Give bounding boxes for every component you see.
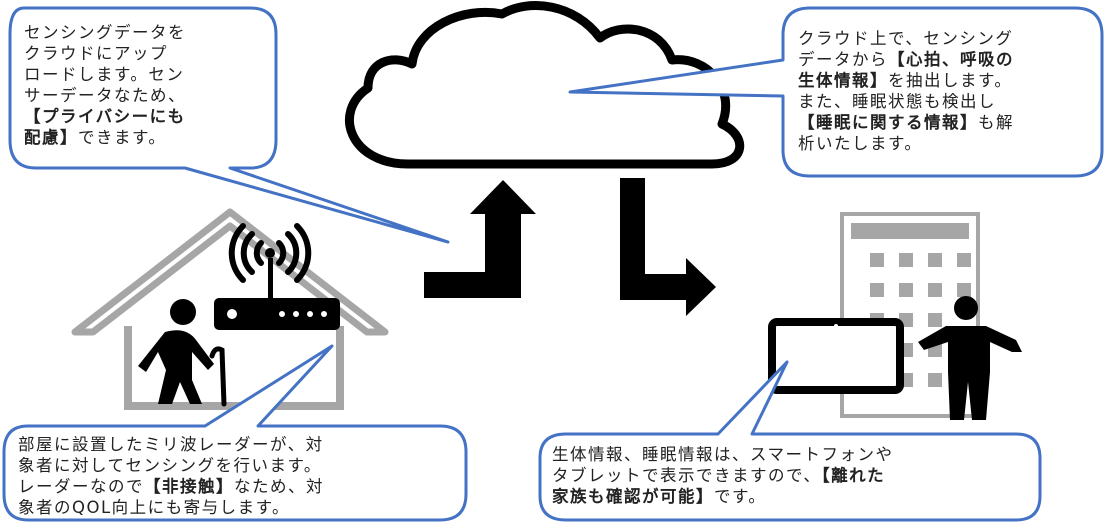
emphasis: 生体情報】 bbox=[798, 71, 888, 90]
line: 配慮】できます。 bbox=[24, 127, 269, 148]
elderly-person-icon bbox=[138, 299, 227, 407]
text: データから bbox=[798, 50, 888, 69]
line: 家族も確認が可能】です。 bbox=[552, 486, 1022, 507]
callout-family-bubble bbox=[538, 360, 1042, 522]
line: 象者に対してセンシングを行います。 bbox=[18, 456, 322, 475]
emphasis: 【睡眠に関する情報】 bbox=[798, 113, 978, 132]
text: を抽出します。 bbox=[888, 71, 1013, 90]
callout-radar-bubble bbox=[2, 344, 468, 522]
line: 析いたします。 bbox=[798, 134, 923, 153]
tablet-icon bbox=[768, 318, 904, 394]
line: 生体情報、睡眠情報は、スマートフォンや bbox=[552, 445, 894, 464]
emphasis: 【非接触】 bbox=[144, 477, 234, 496]
line: クラウド上で、センシング bbox=[798, 29, 1014, 48]
radar-device-icon bbox=[214, 248, 340, 330]
callout-upload-text: センシングデータを クラウドにアップ ロードします。セン サーデータなため、 【… bbox=[24, 22, 269, 148]
text: レーダーなので bbox=[18, 477, 144, 496]
line: また、睡眠状態も検出し bbox=[798, 92, 996, 111]
line: ロードします。セン bbox=[24, 65, 185, 84]
text: です。 bbox=[714, 487, 767, 506]
line: タブレットで表示できますので、【離れた bbox=[552, 465, 1022, 486]
text: なため、対 bbox=[234, 477, 324, 496]
text: できます。 bbox=[78, 128, 167, 147]
line: 【睡眠に関する情報】も解 bbox=[798, 112, 1093, 133]
emphasis: 【プライバシーにも bbox=[24, 107, 186, 126]
callout-cloud-bubble bbox=[568, 6, 1104, 178]
cloud-icon bbox=[345, 1, 745, 169]
line: サーデータなため、 bbox=[24, 86, 186, 105]
emphasis: 配慮】 bbox=[24, 128, 78, 147]
emphasis: 【心拍、呼吸の bbox=[888, 50, 1014, 69]
text: タブレットで表示できますので、 bbox=[552, 466, 822, 485]
line: 部屋に設置したミリ波レーダーが、対 bbox=[18, 435, 324, 454]
line: データから【心拍、呼吸の bbox=[798, 49, 1093, 70]
line: 【プライバシーにも bbox=[24, 106, 269, 127]
line: 象者のQOL向上にも寄与します。 bbox=[18, 498, 291, 517]
person-icon bbox=[918, 296, 1022, 420]
text: も解 bbox=[978, 113, 1014, 132]
emphasis: 【離れた bbox=[821, 466, 886, 485]
upload-arrow-icon bbox=[424, 180, 536, 298]
line: クラウドにアップ bbox=[24, 44, 168, 63]
callout-radar-text: 部屋に設置したミリ波レーダーが、対 象者に対してセンシングを行います。 レーダー… bbox=[18, 434, 458, 518]
line: レーダーなので【非接触】なため、対 bbox=[18, 476, 458, 497]
line: センシングデータを bbox=[24, 23, 186, 42]
emphasis: 家族も確認が可能】 bbox=[552, 487, 714, 506]
callout-upload-bubble bbox=[8, 6, 450, 244]
download-arrow-icon bbox=[620, 178, 716, 316]
callout-family-text: 生体情報、睡眠情報は、スマートフォンや タブレットで表示できますので、【離れた … bbox=[552, 444, 1022, 507]
line: 生体情報】を抽出します。 bbox=[798, 70, 1093, 91]
callout-cloud-text: クラウド上で、センシング データから【心拍、呼吸の 生体情報】を抽出します。 ま… bbox=[798, 28, 1093, 154]
wireless-signal-icon bbox=[228, 223, 312, 283]
